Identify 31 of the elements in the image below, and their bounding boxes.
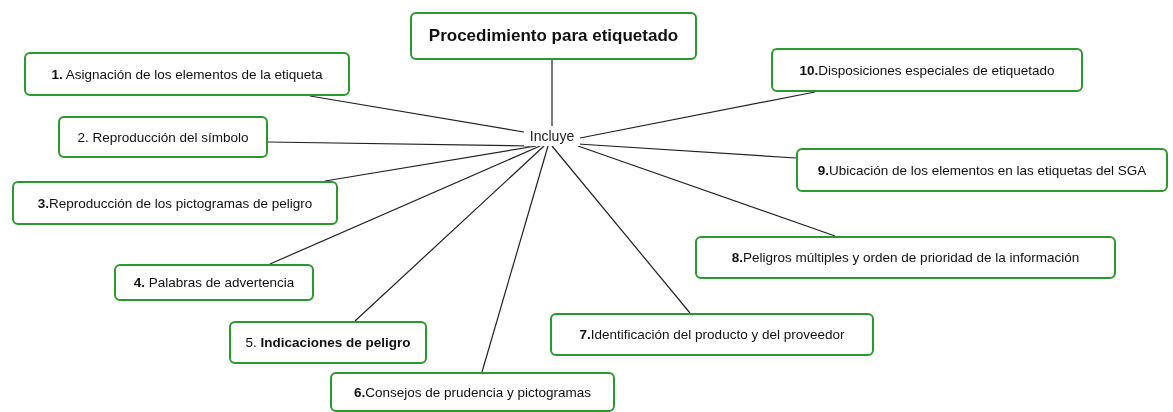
connector-line	[551, 59, 553, 127]
connector-line	[309, 95, 525, 133]
title-text: Procedimiento para etiquetado	[428, 26, 679, 46]
node-text: 1. Asignación de los elementos de la etiqueta	[51, 66, 323, 82]
topic-box	[58, 116, 268, 158]
title-box	[410, 12, 697, 60]
connector-line	[577, 145, 836, 237]
topic-box	[24, 52, 350, 96]
node-text: 4. Palabras de advertencia	[133, 275, 295, 290]
node-text: 10.Disposiciones especiales de etiquetado	[799, 62, 1055, 78]
topic-box	[695, 236, 1116, 279]
connector-line	[481, 145, 549, 373]
connector-line	[579, 91, 816, 139]
topic-box	[12, 181, 338, 225]
node-text: 7.Identificación del producto y del proveedor	[579, 327, 845, 342]
node-text: 2. Reproducción del símbolo	[77, 129, 249, 145]
connector-line	[269, 145, 541, 265]
node-text: 8.Peligros múltiples y orden de prioridad de la información	[731, 250, 1080, 265]
topic-box	[796, 148, 1168, 192]
connector-label: Incluye	[529, 128, 575, 144]
topic-box	[550, 313, 874, 356]
node-text: 5. Indicaciones de peligro	[245, 335, 411, 350]
node-text: 6.Consejos de prudencia y pictogramas	[353, 384, 592, 400]
connector-line	[551, 145, 691, 314]
topic-box	[114, 264, 314, 301]
topic-box	[330, 372, 615, 412]
node-text: 3.Reproducción de los pictogramas de peligro	[37, 195, 313, 211]
connector-line	[354, 145, 545, 322]
topic-box	[771, 48, 1083, 92]
topic-box	[229, 321, 427, 364]
node-text: 9.Ubicación de los elementos en las etiquetas del SGA	[817, 162, 1147, 178]
